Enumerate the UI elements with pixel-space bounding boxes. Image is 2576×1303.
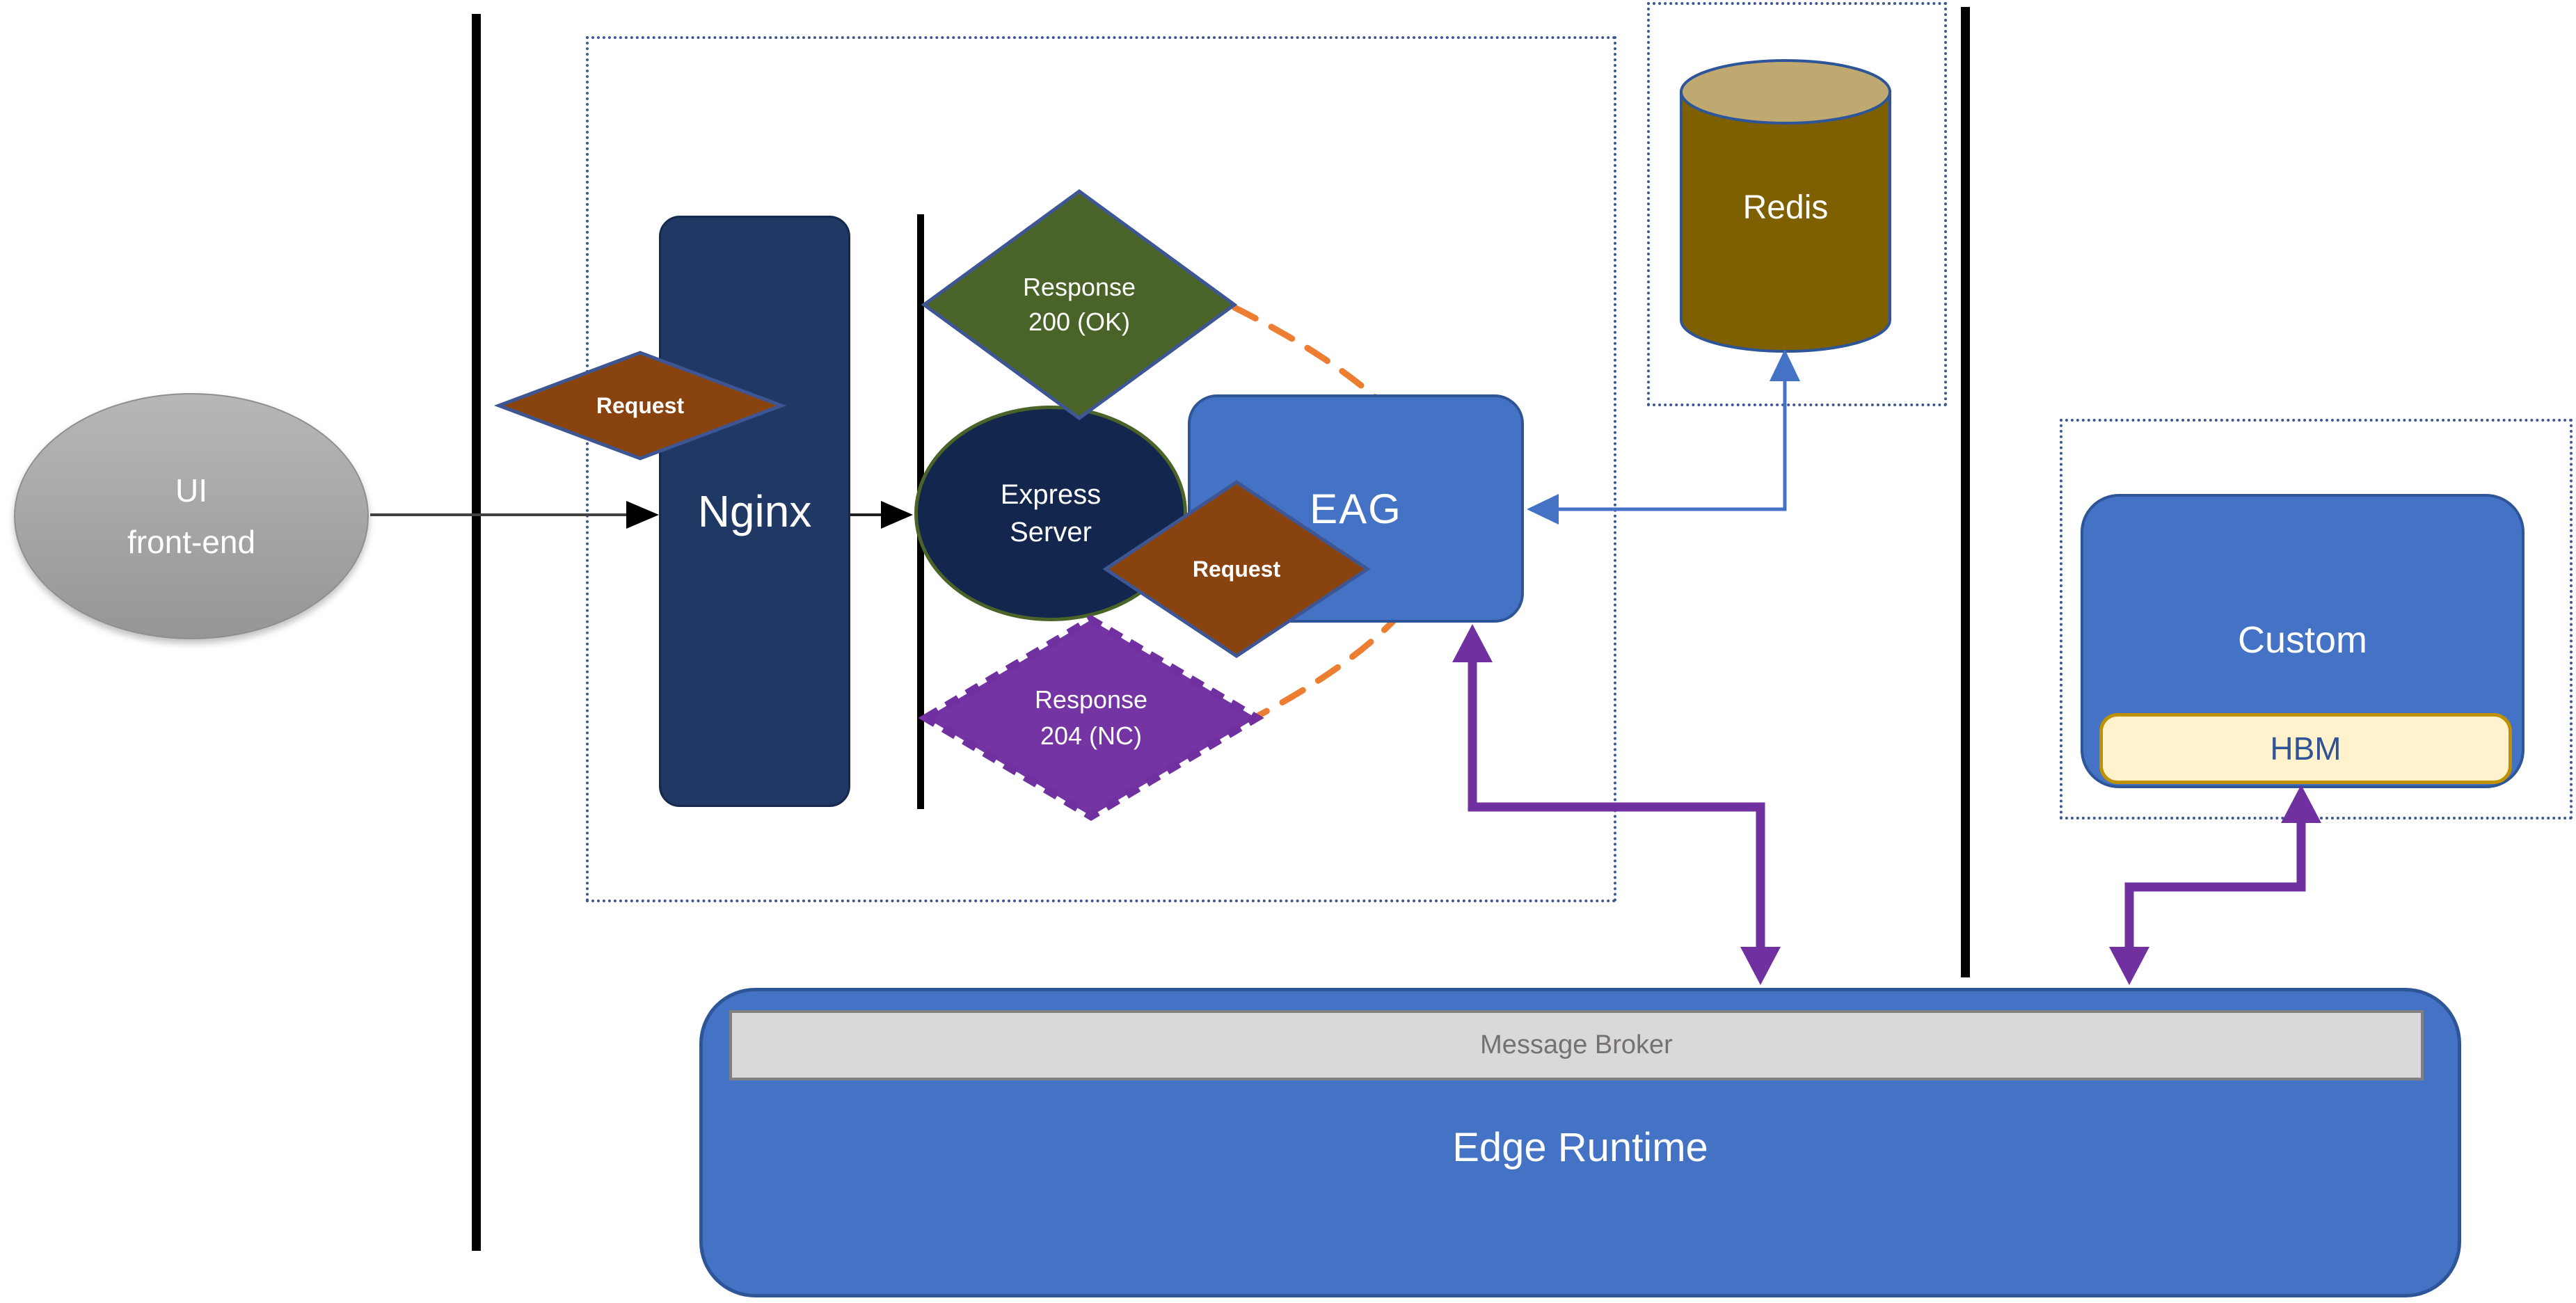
hbm-edge-runtime-arrowhead-down bbox=[2109, 947, 2149, 985]
redis-label: Redis bbox=[1742, 189, 1829, 226]
express-server-label-line1: Express bbox=[1000, 479, 1102, 510]
boundary-line-1 bbox=[472, 14, 481, 1251]
express-server-label-line2: Server bbox=[1010, 517, 1092, 547]
nginx-node: Nginx bbox=[659, 216, 850, 807]
request-inbound-label: Request bbox=[596, 392, 685, 418]
eag-edge-runtime-arrowhead-down bbox=[1740, 947, 1781, 985]
hbm-node: HBM bbox=[2099, 713, 2512, 784]
redis-dotted-box bbox=[1647, 2, 1947, 406]
nginx-label: Nginx bbox=[697, 486, 812, 536]
edge-runtime-label: Edge Runtime bbox=[1452, 1124, 1708, 1170]
request-outbound-label: Request bbox=[1192, 556, 1281, 582]
message-broker-label: Message Broker bbox=[1480, 1030, 1673, 1060]
response-204-label: Response 204 (NC) bbox=[1034, 685, 1148, 750]
hbm-label: HBM bbox=[2270, 730, 2342, 767]
custom-label: Custom bbox=[2237, 619, 2368, 661]
ui-frontend-ellipse: UI front-end bbox=[14, 393, 369, 639]
message-broker-bar: Message Broker bbox=[729, 1010, 2424, 1080]
ui-frontend-label-line2: front-end bbox=[127, 524, 256, 560]
hbm-edge-runtime-connector bbox=[2124, 808, 2306, 960]
ui-frontend-label-line1: UI bbox=[175, 472, 207, 509]
boundary-line-3 bbox=[1961, 7, 1970, 977]
eag-label: EAG bbox=[1310, 485, 1402, 532]
response-200-label: Response 200 (OK) bbox=[1022, 273, 1136, 336]
